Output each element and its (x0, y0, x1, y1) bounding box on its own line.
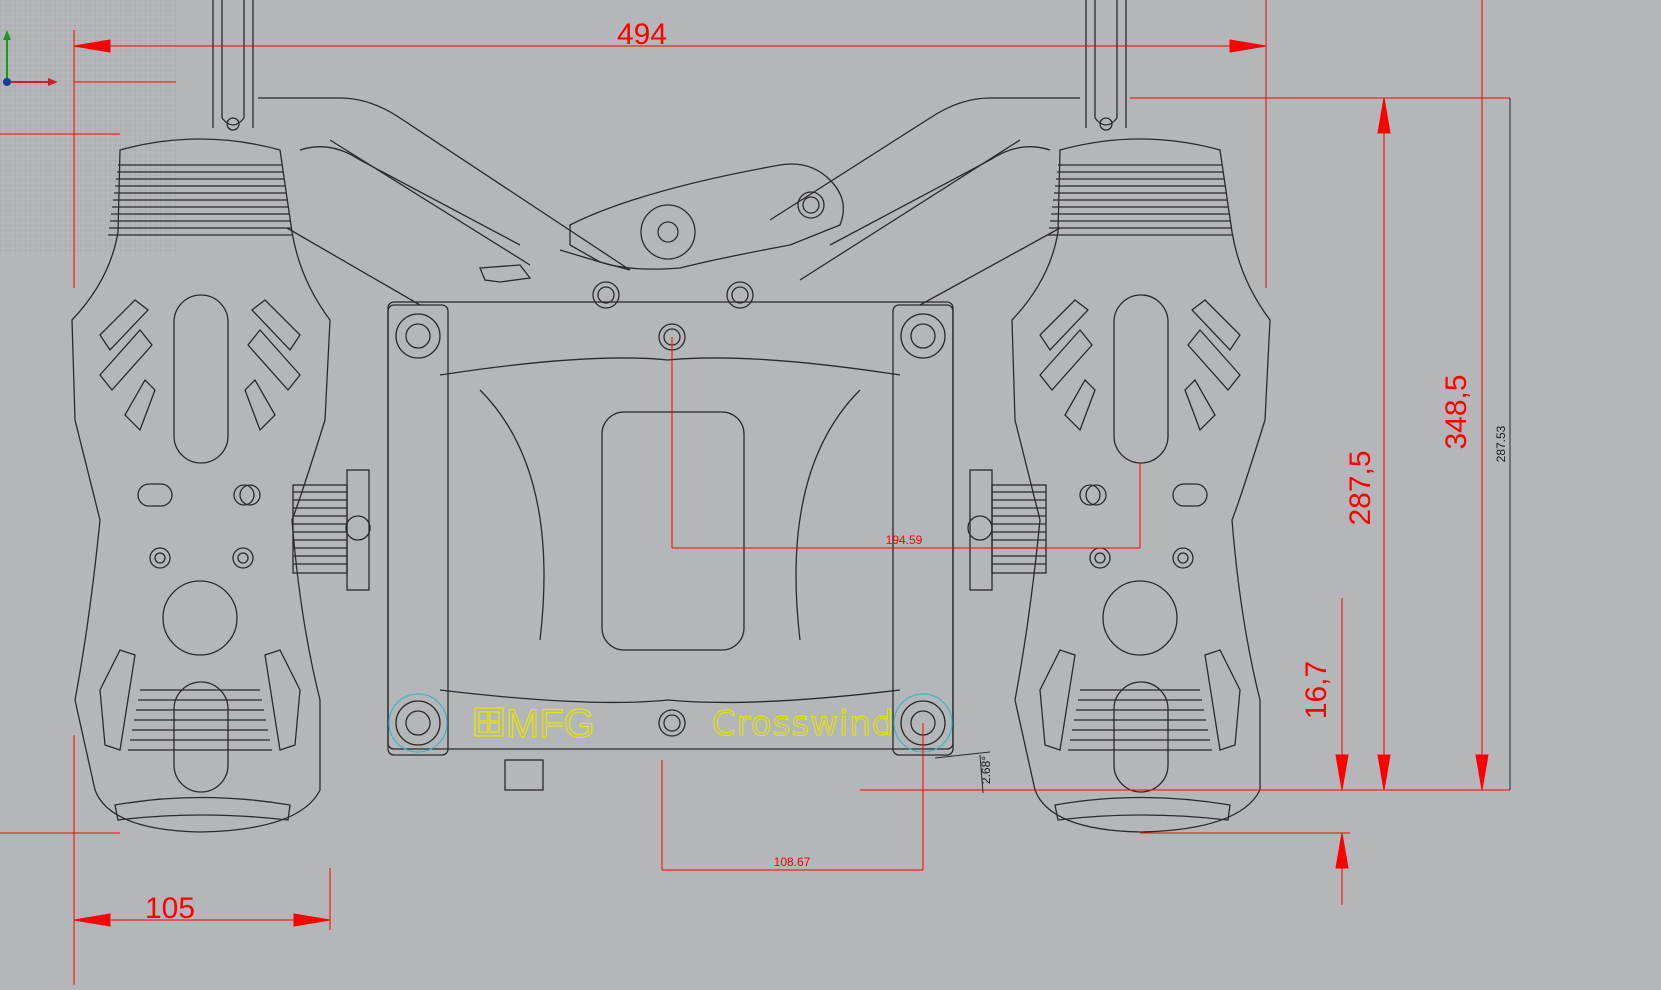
logo-mark-icon (474, 707, 504, 737)
secondary-dimensions (934, 98, 1511, 794)
grid-area (0, 0, 176, 255)
linkage-arms (258, 97, 1080, 306)
logo-group: MFG Crosswind (474, 701, 895, 747)
dim-pedal-height: 287,5 (1344, 450, 1377, 525)
left-pedal (71, 138, 331, 833)
dim-bottom-span: 108.67 (774, 855, 811, 869)
dim-total-height: 348,5 (1440, 374, 1473, 449)
left-damper (292, 469, 371, 591)
dim-angle: 2.68° (979, 756, 993, 784)
right-rail (1085, 0, 1127, 131)
dimension-lines (0, 0, 1510, 985)
left-rail (212, 0, 254, 131)
right-pedal (1011, 138, 1271, 833)
dim-small-vertical: 287.53 (1494, 425, 1508, 462)
dim-pivot-to-pad: 194.59 (886, 533, 923, 547)
logo-product: Crosswind (712, 704, 895, 744)
pedal-geometry (71, 0, 1271, 833)
dim-overall-width: 494 (617, 18, 667, 51)
axis-gizmo-icon (3, 30, 58, 86)
dim-pedal-width: 105 (145, 892, 195, 925)
center-rocker (479, 163, 844, 283)
dim-bottom-offset: 16,7 (1300, 661, 1333, 719)
logo-brand: MFG (506, 702, 595, 746)
body-side-bars (387, 304, 954, 756)
